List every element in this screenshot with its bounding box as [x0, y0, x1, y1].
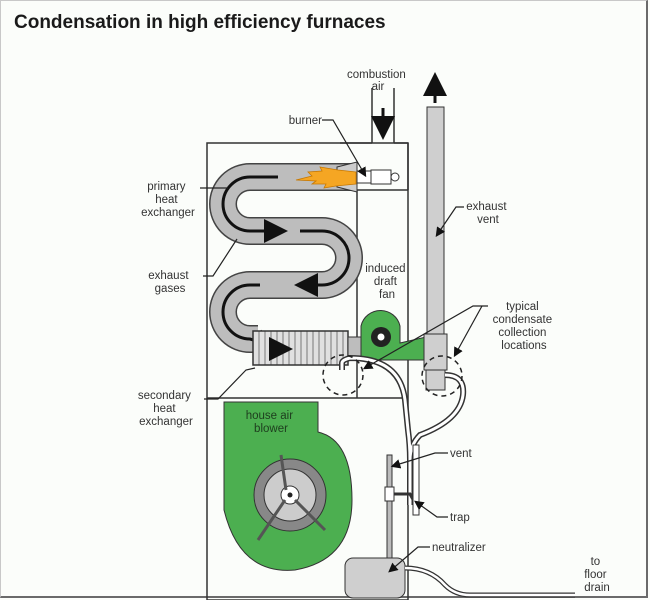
primary-heat-exchanger: [209, 163, 363, 353]
label-house-air-blower: house air blower: [246, 410, 297, 435]
collection-location-2: [421, 355, 463, 397]
label-combustion-air: combustion air: [347, 69, 409, 93]
label-secondary-heat-exchanger: secondary heat exchanger: [138, 390, 194, 428]
label-induced-draft-fan: induced draft fan: [365, 263, 409, 301]
leader-typical-2: [453, 305, 483, 358]
label-exhaust-vent: exhaust vent: [466, 201, 509, 226]
furnace-cabinet: [206, 142, 409, 600]
label-exhaust-gases: exhaust gases: [148, 270, 191, 295]
diagram-title: Condensation in high efficiency furnaces: [14, 12, 386, 33]
flame-icon: [295, 166, 357, 189]
leader-vent: [390, 452, 448, 469]
induced-draft-fan: [360, 310, 427, 361]
leader-typical: [362, 305, 488, 370]
leader-burner: [322, 119, 367, 178]
leader-exhaust-gases: [203, 238, 238, 277]
leader-neutralizer: [388, 546, 430, 573]
collection-location-1: [322, 354, 364, 396]
label-neutralizer: neutralizer: [432, 542, 486, 554]
exhaust-vent-pipe: [423, 106, 448, 391]
neutralizer: [344, 557, 575, 599]
trap-assembly: [384, 444, 420, 561]
leader-secondary: [204, 367, 256, 400]
label-primary-heat-exchanger: primary heat exchanger: [141, 181, 195, 219]
secondary-heat-exchanger: [252, 330, 363, 366]
label-to-floor-drain: to floor drain: [584, 556, 610, 594]
label-burner: burner: [289, 115, 322, 127]
leader-exhaust-vent: [435, 206, 464, 237]
house-air-blower: [223, 401, 353, 571]
leader-trap: [414, 500, 448, 518]
label-typical-condensate: typical condensate collection locations: [493, 301, 556, 352]
label-trap: trap: [450, 512, 470, 524]
label-vent: vent: [450, 448, 473, 460]
